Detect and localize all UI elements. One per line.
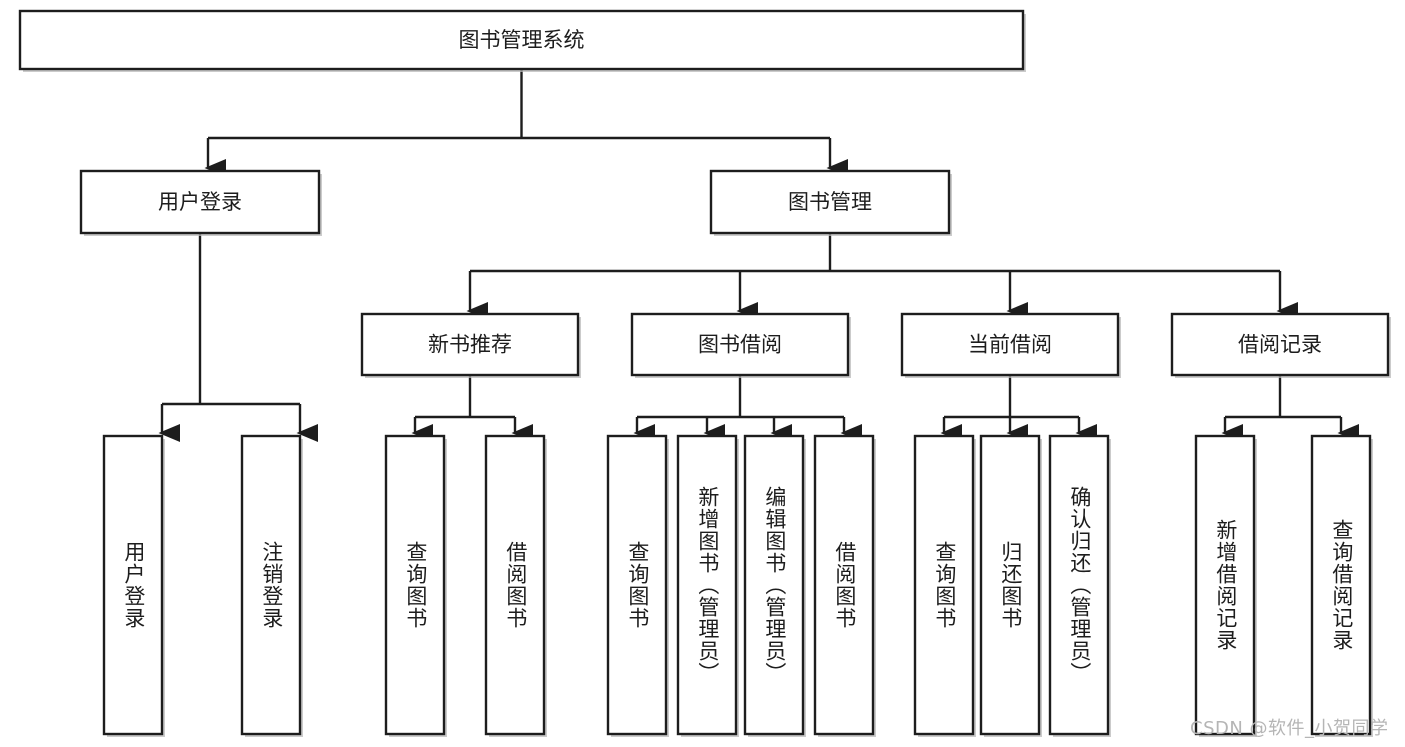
node-leaf-query-book-cur[interactable] <box>913 434 975 736</box>
node-leaf-edit-book-admin[interactable] <box>743 434 805 736</box>
node-new-book-rec-label: 新书推荐 <box>428 333 512 357</box>
node-leaf-user-login[interactable] <box>102 434 164 736</box>
boxes-layer <box>18 9 1391 737</box>
connectors-layer <box>158 69 1359 442</box>
node-leaf-borrow-book[interactable] <box>813 434 875 736</box>
watermark-text: CSDN @软件_小贺同学 <box>1190 718 1389 739</box>
node-leaf-add-book-admin[interactable] <box>676 434 738 736</box>
node-book-borrow[interactable] <box>630 312 850 377</box>
node-leaf-confirm-return-admin[interactable] <box>1048 434 1110 736</box>
node-leaf-query-book-borrow[interactable] <box>606 434 668 736</box>
node-leaf-add-record[interactable] <box>1194 434 1256 736</box>
node-current-borrow[interactable] <box>900 312 1120 377</box>
node-root[interactable] <box>18 9 1025 71</box>
node-leaf-return-book[interactable] <box>979 434 1041 736</box>
node-book-manage-label: 图书管理 <box>788 190 872 214</box>
node-new-book-rec[interactable] <box>360 312 580 377</box>
node-leaf-user-logout[interactable] <box>240 434 302 736</box>
node-current-borrow-label: 当前借阅 <box>968 333 1052 357</box>
node-book-borrow-label: 图书借阅 <box>698 333 782 357</box>
node-root-label: 图书管理系统 <box>459 28 585 52</box>
node-borrow-record-label: 借阅记录 <box>1238 333 1322 357</box>
node-leaf-query-record[interactable] <box>1310 434 1372 736</box>
node-leaf-query-book-rec[interactable] <box>384 434 446 736</box>
node-leaf-borrow-book-rec[interactable] <box>484 434 546 736</box>
node-book-manage[interactable] <box>709 169 951 235</box>
node-borrow-record[interactable] <box>1170 312 1390 377</box>
node-user-login-label: 用户登录 <box>158 190 242 214</box>
node-user-login[interactable] <box>79 169 321 235</box>
